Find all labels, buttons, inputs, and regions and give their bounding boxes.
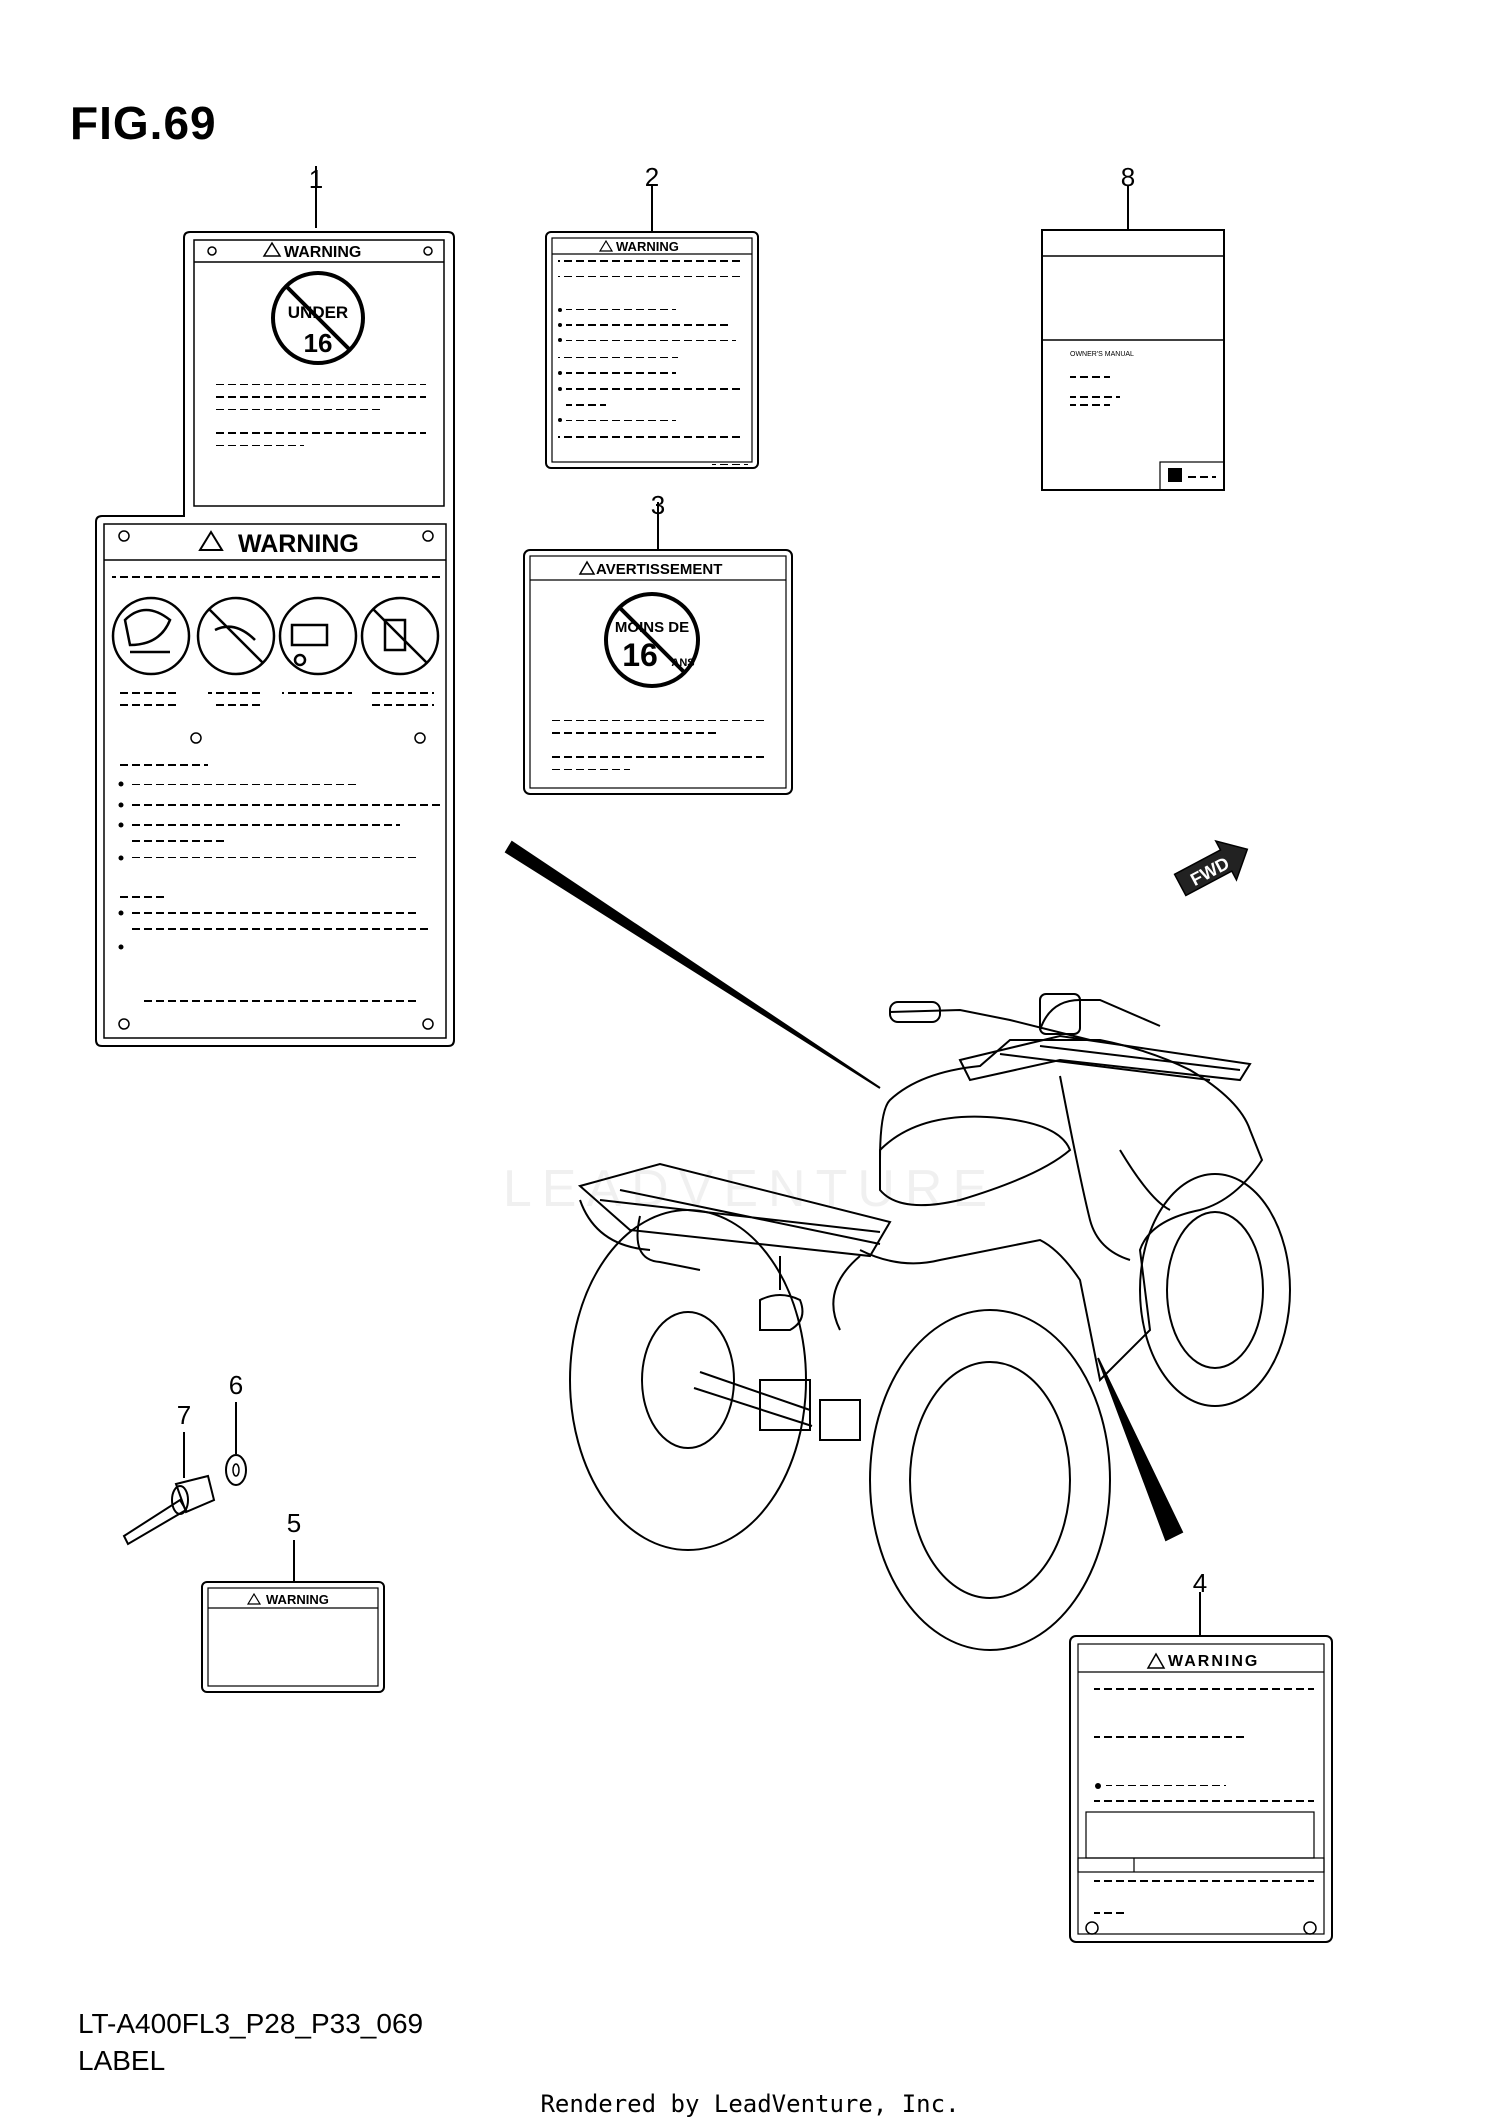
callout-6: 6 (229, 1370, 243, 1400)
part-7-rivet: 7 (122, 1400, 216, 1546)
callout-8: 8 (1121, 162, 1135, 192)
moins-de-line2: 16 (622, 637, 658, 673)
label-2: 2 WARNING (545, 162, 759, 469)
section-name: LABEL (78, 2045, 166, 2076)
label-1: 1 WARNING UNDER 16 WARNING (95, 164, 455, 1047)
model-code: LT-A400FL3_P28_P33_069 (78, 2008, 424, 2039)
part-6-washer: 6 (225, 1370, 247, 1486)
rendered-by: Rendered by LeadVenture, Inc. (540, 2090, 960, 2118)
callout-3: 3 (651, 490, 665, 520)
label-3-avertissement: 3 AVERTISSEMENT MOINS DE 16 ANS (523, 490, 793, 795)
label-5-warning: WARNING (266, 1592, 329, 1607)
label-3-title: AVERTISSEMENT (596, 561, 722, 578)
pictogram-row (111, 596, 440, 676)
figure-title: FIG.69 (70, 97, 217, 149)
callout-4: 4 (1193, 1568, 1207, 1598)
watermark: LEADVENTURE (503, 1160, 997, 1218)
under16-line2: 16 (304, 328, 333, 358)
under16-line1: UNDER (288, 303, 348, 322)
label-4-warning: WARNING (1168, 1653, 1259, 1670)
label-2-warning: WARNING (616, 239, 679, 254)
manual-title: OWNER'S MANUAL (1070, 351, 1134, 358)
label-1-warning-small: WARNING (284, 244, 361, 261)
moins-de-line3: ANS (671, 657, 694, 669)
callout-5: 5 (287, 1508, 301, 1538)
moins-de-line1: MOINS DE (615, 619, 689, 636)
atv-illustration (504, 840, 1291, 1651)
callout-1: 1 (309, 164, 323, 194)
label-5: 5 WARNING (201, 1508, 385, 1693)
callout-7: 7 (177, 1400, 191, 1430)
callout-2: 2 (645, 162, 659, 192)
label-8-owners-manual: 8 OWNER'S MANUAL (1041, 162, 1225, 491)
label-4: 4 WARNING (1069, 1568, 1333, 1943)
label-1-warning-large: WARNING (238, 530, 359, 558)
fwd-arrow-icon: FWD (1173, 839, 1249, 897)
